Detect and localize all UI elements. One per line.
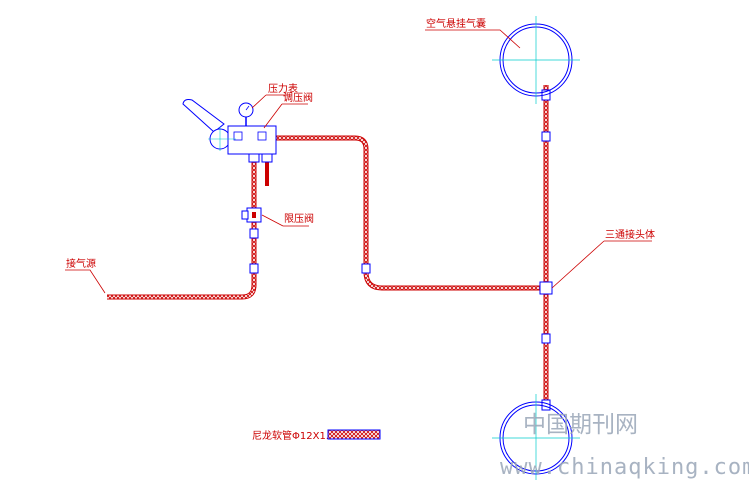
fitting (541, 399, 551, 411)
air-bag-bottom (492, 394, 580, 480)
leader-lines (65, 29, 652, 294)
fitting (361, 263, 371, 274)
valve-handle (182, 99, 225, 133)
fitting (249, 263, 259, 274)
regulator-to-tee-hose (275, 135, 544, 291)
supply-hose (107, 222, 257, 300)
fitting (541, 131, 551, 142)
watermark-chinese: 中国期刊网 (523, 412, 638, 438)
label-air-supply: 接气源 (66, 257, 96, 270)
regulator-valve-assembly (182, 99, 277, 163)
pipes (107, 85, 549, 410)
legend: 尼龙软管Φ12X1.5： (252, 429, 381, 442)
legend-label: 尼龙软管Φ12X1.5： (252, 429, 345, 442)
relief-valve (241, 207, 262, 223)
label-regulator-valve: 调压阀 (283, 91, 313, 104)
label-air-bag: 空气悬挂气囊 (426, 17, 486, 30)
label-pressure-gauge: 压力表 (268, 82, 298, 95)
legend-hose-swatch (327, 429, 381, 440)
tee-joint-body (539, 281, 553, 295)
label-tee-joint: 三通接头体 (605, 228, 655, 241)
air-bag-top (492, 16, 580, 104)
label-relief-valve: 限压阀 (284, 212, 314, 225)
fitting (249, 228, 259, 239)
fitting (541, 333, 551, 344)
watermark-url: www.chinaqking.com (500, 455, 749, 480)
